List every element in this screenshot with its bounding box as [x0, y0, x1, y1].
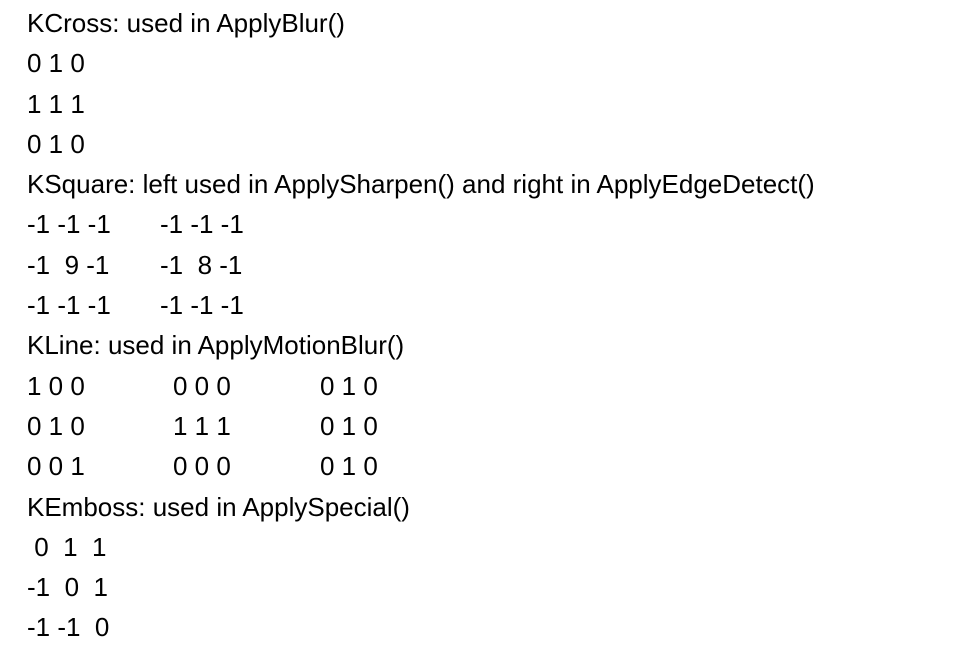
kline-heading: KLine: used in ApplyMotionBlur() [27, 330, 405, 361]
kemboss-row: -1 -1 0 [27, 612, 110, 643]
ksquare-left-cell: -1 -1 -1 [27, 290, 111, 321]
kline-cell: 0 0 0 [173, 370, 231, 401]
ksquare-left-cell: -1 -1 -1 [27, 209, 111, 240]
kcross-row: 1 1 1 [27, 88, 85, 119]
kcross-row: 0 1 0 [27, 128, 85, 159]
kemboss-heading: KEmboss: used in ApplySpecial() [27, 491, 410, 522]
kline-cell: 1 1 1 [173, 410, 231, 441]
kemboss-row: 0 1 1 [27, 531, 107, 562]
kline-row: 0 1 0 1 1 1 0 1 0 [27, 406, 957, 446]
kline-cell: 0 1 0 [27, 410, 85, 441]
ksquare-row: -1 9 -1 -1 8 -1 [27, 245, 957, 285]
kline-row: 0 0 1 0 0 0 0 1 0 [27, 446, 957, 486]
ksquare-heading: KSquare: left used in ApplySharpen() and… [27, 169, 815, 200]
kemboss-row: -1 0 1 [27, 572, 108, 603]
kline-cell: 0 1 0 [320, 370, 378, 401]
ksquare-row: -1 -1 -1 -1 -1 -1 [27, 285, 957, 325]
kline-cell: 0 1 0 [320, 410, 378, 441]
kline-cell: 0 0 1 [27, 451, 85, 482]
ksquare-row: -1 -1 -1 -1 -1 -1 [27, 204, 957, 244]
kline-cell: 0 0 0 [173, 451, 231, 482]
kline-cell: 1 0 0 [27, 370, 85, 401]
ksquare-right-cell: -1 -1 -1 [160, 209, 244, 240]
ksquare-right-cell: -1 8 -1 [160, 249, 243, 280]
kline-cell: 0 1 0 [320, 451, 378, 482]
kernel-document: KCross: used in ApplyBlur() 0 1 0 1 1 1 … [27, 3, 957, 648]
kcross-row: 0 1 0 [27, 48, 85, 79]
kcross-heading: KCross: used in ApplyBlur() [27, 8, 345, 38]
ksquare-right-cell: -1 -1 -1 [160, 290, 244, 321]
ksquare-left-cell: -1 9 -1 [27, 249, 110, 280]
kline-row: 1 0 0 0 0 0 0 1 0 [27, 366, 957, 406]
